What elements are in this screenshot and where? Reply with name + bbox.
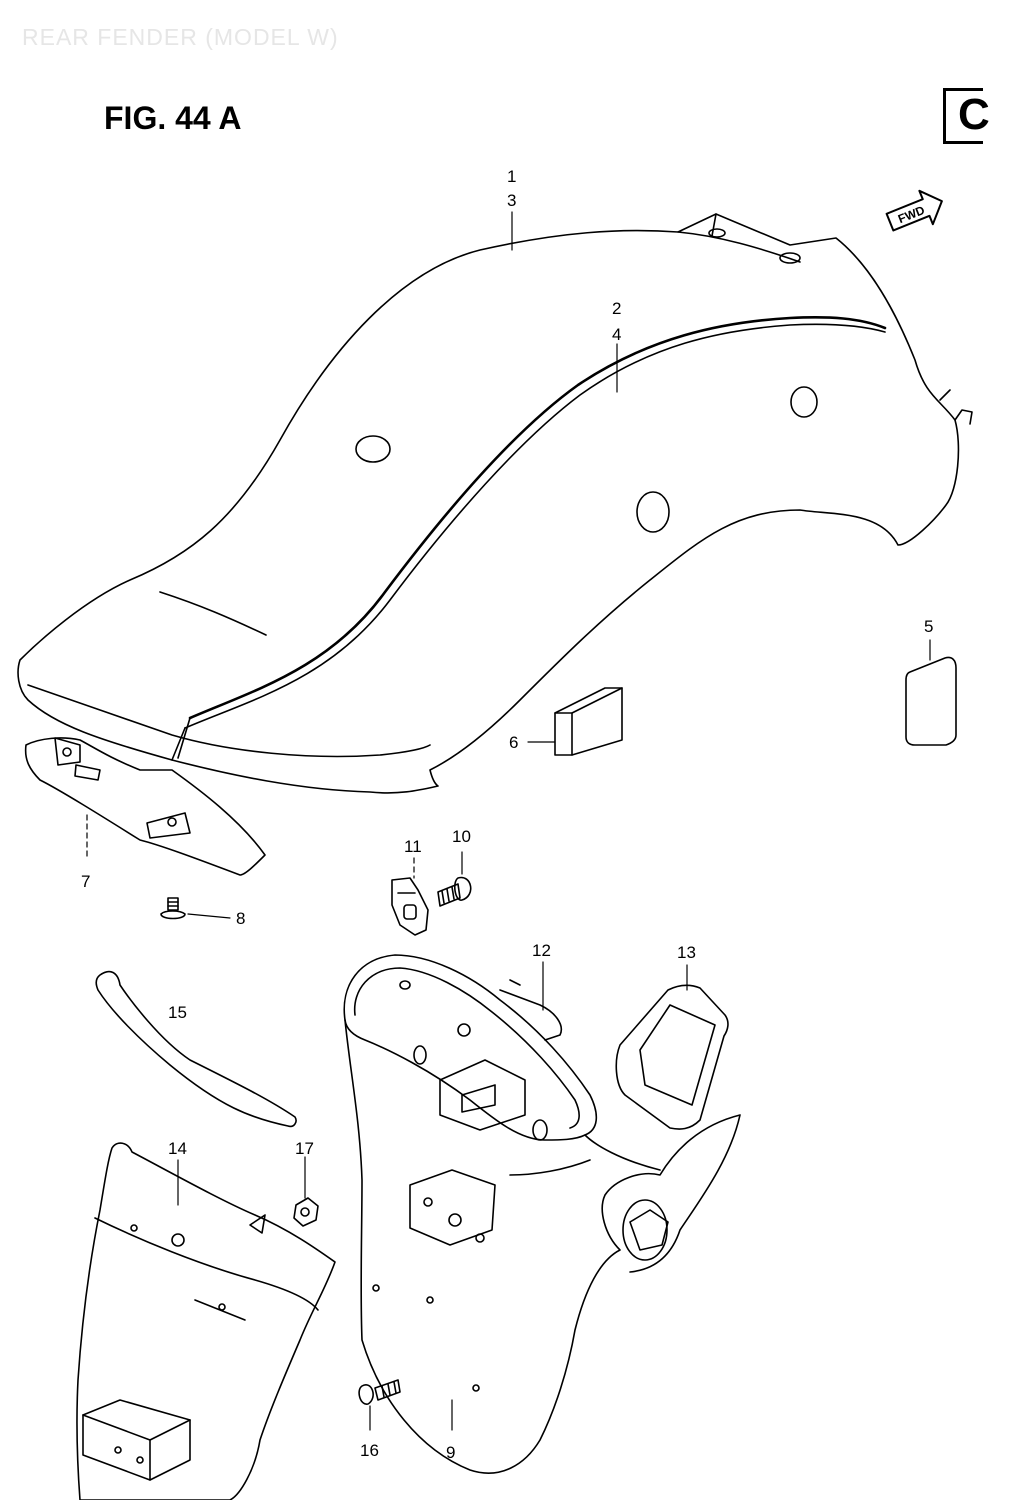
screw-16-part: [358, 1379, 401, 1405]
rear-fender-body: [17, 213, 973, 794]
fender-trim-strip: [171, 316, 887, 761]
fender-brace-part: [24, 737, 266, 876]
leader-8: [187, 913, 231, 919]
corner-tab-letter: C: [958, 90, 990, 139]
callout-6: 6: [509, 733, 519, 752]
lamp-lens-15-part: [95, 970, 297, 1128]
callout-9: 9: [446, 1443, 456, 1462]
license-bracket-part: [343, 954, 741, 1474]
corner-tab-frame: [943, 88, 983, 144]
forward-arrow-icon: FWD: [885, 189, 943, 232]
nut-17-part: [293, 1197, 319, 1227]
clip-bracket-11-part: [391, 877, 429, 936]
cushion-pad-part: [554, 687, 623, 756]
callout-11: 11: [404, 837, 422, 856]
callout-15: 15: [168, 1003, 187, 1022]
callout-1: 1: [507, 167, 517, 186]
callout-12: 12: [532, 941, 551, 960]
callout-3: 3: [507, 191, 517, 210]
rear-mud-flap-part: [76, 1142, 336, 1500]
callout-14: 14: [168, 1139, 187, 1158]
leader-lines: [86, 211, 931, 1431]
callout-8: 8: [236, 909, 246, 928]
fender-emblem-part: [905, 656, 957, 746]
figure-label: FIG. 44 A: [104, 100, 242, 136]
section-title: REAR FENDER (MODEL W): [22, 24, 339, 50]
callout-7: 7: [81, 872, 91, 891]
bolt-10-part: [437, 876, 472, 907]
callout-17: 17: [295, 1139, 314, 1158]
callout-10: 10: [452, 827, 471, 846]
callout-2: 2: [612, 299, 622, 318]
callout-4: 4: [612, 325, 622, 344]
callout-13: 13: [677, 943, 696, 962]
callout-5: 5: [924, 617, 934, 636]
screw-8-part: [160, 897, 186, 920]
callout-16: 16: [360, 1441, 379, 1460]
grommet-13-part: [615, 984, 729, 1130]
